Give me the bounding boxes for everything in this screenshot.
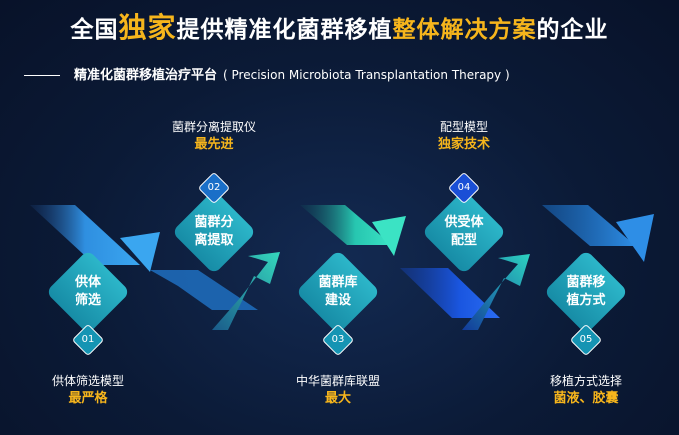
step-node-2: 菌群分 离提取 [174,214,254,250]
step-node-1-line-1: 供体 [74,275,101,290]
subtitle: 精准化菌群移植治疗平台 ( Precision Microbiota Transp… [24,65,510,85]
flow-arrow-segment-4 [300,205,392,245]
step-caption-1-text: 供体筛选模型 [51,374,124,388]
step-caption-1: 供体筛选模型 最严格 [38,372,138,408]
step-badge-diamond-1 [73,325,103,355]
step-badge-diamond-2 [199,173,229,203]
step-node-diamond-3 [298,252,378,332]
flow-arrow-head-1 [120,232,160,272]
step-badge-diamond-4 [449,173,479,203]
subtitle-chinese: 精准化菌群移植治疗平台 [74,68,218,83]
step-node-diamond-2 [174,192,254,272]
step-badge-diamond-5 [571,325,601,355]
step-node-2-line-1: 菌群分 [194,215,234,230]
headline-part-2: 提供精准化菌群移植 [176,17,393,43]
flow-arrow-head-3 [616,214,654,262]
flow-arrow-segment-5 [400,268,500,318]
step-caption-4-strong: 独家技术 [437,137,490,152]
step-node-3-line-2: 建设 [324,293,351,308]
step-node-diamond-5 [546,252,626,332]
step-number-1: 01 [81,334,95,345]
step-node-5-line-2: 植方式 [566,293,606,308]
step-caption-3: 中华菌群库联盟 最大 [283,372,393,408]
step-node-diamond-1 [48,252,128,332]
step-caption-5-text: 移植方式选择 [549,374,622,388]
step-node-2-line-2: 离提取 [194,233,234,248]
step-caption-5-strong: 菌液、胶囊 [553,391,619,406]
step-caption-2-text: 菌群分离提取仪 [171,120,256,134]
step-caption-3-text: 中华菌群库联盟 [295,374,380,388]
flow-arrow-segment-7 [542,205,636,246]
flow-arrow-segment-6 [462,254,530,330]
flow-arrow-head-2 [372,216,406,256]
step-node-4-line-1: 供受体 [444,215,484,230]
step-caption-4-text: 配型模型 [439,120,488,134]
step-caption-4: 配型模型 独家技术 [414,118,514,154]
headline: 全国独家提供精准化菌群移植整体解决方案的企业 [0,10,679,46]
step-caption-3-strong: 最大 [324,391,351,406]
step-node-4: 供受体 配型 [424,214,504,250]
step-caption-2: 菌群分离提取仪 最先进 [159,118,269,154]
headline-highlight-solution: 整体解决方案 [392,17,537,43]
step-node-1: 供体 筛选 [48,274,128,310]
step-caption-5: 移植方式选择 菌液、胶囊 [531,372,641,408]
flow-arrow-segment-2 [150,270,258,310]
headline-part-1: 全国 [70,17,119,43]
flow-arrow-segment-1 [30,205,140,265]
step-node-diamond-4 [424,192,504,272]
step-number-2: 02 [207,182,221,193]
step-caption-2-strong: 最先进 [194,137,234,152]
step-node-5-line-1: 菌群移 [566,275,606,290]
flow-arrow-segment-3 [212,252,280,330]
step-badge-diamond-3 [323,325,353,355]
step-number-4: 04 [457,182,471,193]
step-node-5: 菌群移 植方式 [546,274,626,310]
subtitle-dash [24,75,60,76]
step-number-3: 03 [331,334,345,345]
headline-part-3: 的企业 [536,17,609,43]
step-node-1-line-2: 筛选 [74,293,101,308]
headline-highlight-exclusive: 独家 [118,11,177,44]
step-node-4-line-2: 配型 [450,233,477,248]
step-node-3-line-1: 菌群库 [318,275,358,290]
step-number-5: 05 [579,334,593,345]
subtitle-english: ( Precision Microbiota Transplantation T… [223,68,510,82]
step-caption-1-strong: 最严格 [68,391,108,406]
step-node-3: 菌群库 建设 [298,274,378,310]
